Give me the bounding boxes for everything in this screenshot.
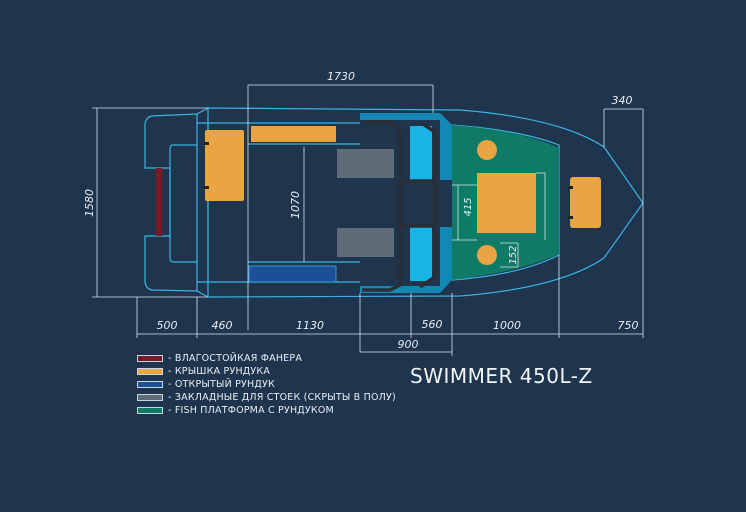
dim-500: 500	[157, 319, 178, 332]
legend: - ВЛАГОСТОЙКАЯ ФАНЕРА - КРЫШКА РУНДУКА -…	[137, 352, 396, 417]
stern-outline	[144, 107, 209, 298]
dim-1070: 1070	[289, 191, 302, 219]
dim-1130: 1130	[296, 319, 324, 332]
seat-mount	[337, 228, 394, 257]
legend-item: - ЗАКЛАДНЫЕ ДЛЯ СТОЕК (СКРЫТЫ В ПОЛУ)	[137, 391, 396, 404]
dim-152: 152	[508, 245, 519, 264]
legend-item: - FISH ПЛАТФОРМА С РУНДУКОМ	[137, 404, 396, 417]
dim-560: 560	[422, 318, 443, 331]
console-seat	[410, 227, 432, 281]
seat-mount	[337, 149, 394, 178]
dimension-lines	[92, 84, 644, 356]
hinge-icon	[204, 186, 209, 189]
console	[360, 227, 452, 293]
hatch-cover	[477, 245, 497, 265]
open-locker	[248, 265, 337, 283]
legend-label: - ОТКРЫТЫЙ РУНДУК	[168, 379, 275, 390]
hatch-cover	[477, 140, 497, 160]
dim-1000: 1000	[493, 319, 521, 332]
legend-swatch	[137, 368, 163, 375]
hinge-icon	[568, 186, 573, 189]
legend-swatch	[137, 407, 163, 414]
legend-item: - ВЛАГОСТОЙКАЯ ФАНЕРА	[137, 352, 396, 365]
legend-swatch	[137, 394, 163, 401]
plywood-strip	[156, 168, 162, 236]
transom-outline	[169, 144, 197, 263]
console-seat	[410, 126, 432, 180]
legend-swatch	[137, 381, 163, 388]
dim-1730: 1730	[327, 70, 355, 83]
legend-label: - ЗАКЛАДНЫЕ ДЛЯ СТОЕК (СКРЫТЫ В ПОЛУ)	[168, 392, 396, 403]
legend-swatch	[137, 355, 163, 362]
hull-outline	[207, 107, 644, 298]
hinge-icon	[568, 216, 573, 219]
platform-locker-lid	[477, 173, 536, 233]
dim-460: 460	[212, 319, 233, 332]
legend-item: - ОТКРЫТЫЙ РУНДУК	[137, 378, 396, 391]
dim-750: 750	[618, 319, 639, 332]
legend-label: - ВЛАГОСТОЙКАЯ ФАНЕРА	[168, 353, 303, 364]
side-locker-lid	[251, 126, 336, 142]
legend-label: - КРЫШКА РУНДУКА	[168, 366, 271, 377]
model-title: SWIMMER 450L-Z	[410, 364, 593, 388]
dim-900: 900	[398, 338, 419, 351]
hinge-icon	[204, 142, 209, 145]
dim-415: 415	[463, 197, 474, 216]
dim-1580: 1580	[83, 189, 96, 217]
legend-item: - КРЫШКА РУНДУКА	[137, 365, 396, 378]
bow-locker-lid	[570, 177, 601, 228]
console	[360, 113, 452, 180]
legend-label: - FISH ПЛАТФОРМА С РУНДУКОМ	[168, 405, 334, 416]
console-frame	[362, 120, 437, 292]
dim-340: 340	[612, 94, 633, 107]
stern-locker-lid	[205, 130, 244, 201]
